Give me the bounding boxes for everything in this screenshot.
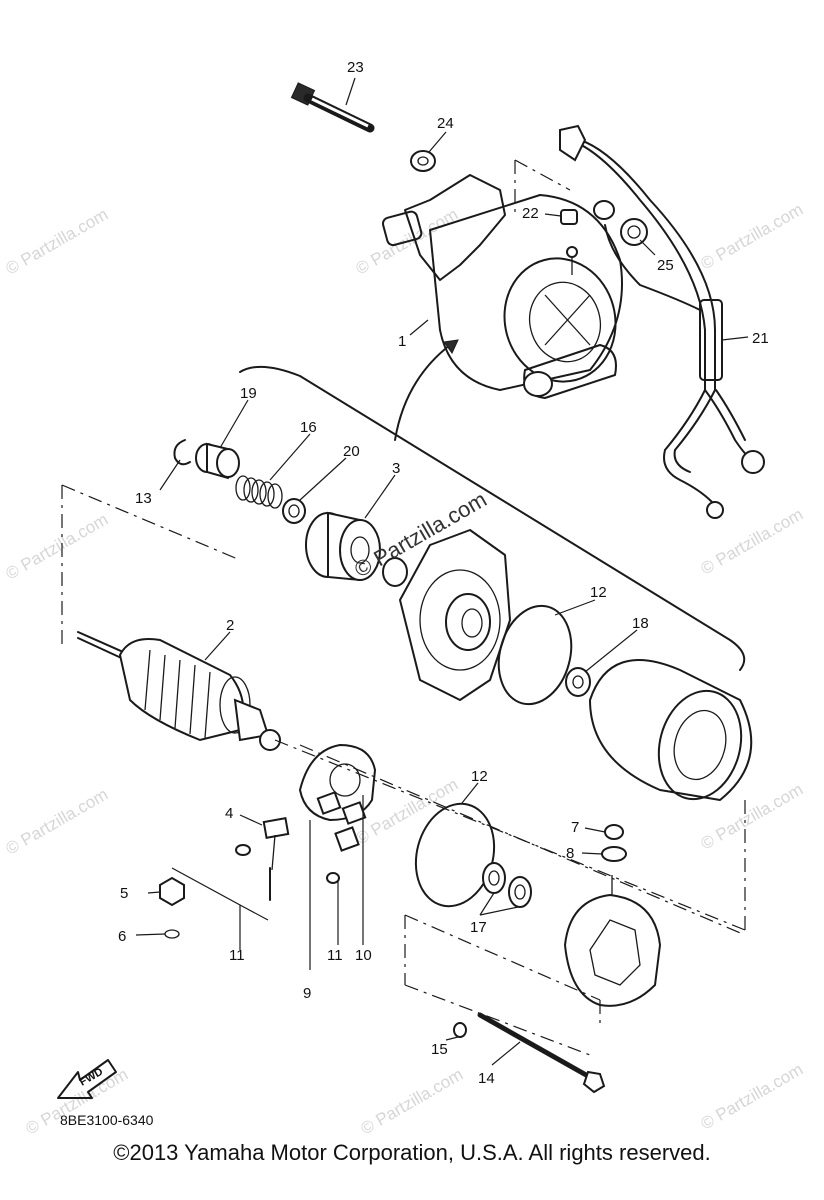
part-13-circlip (173, 439, 191, 466)
callout-10: 10 (355, 947, 372, 964)
watermark: © Partzilla.com (3, 785, 112, 859)
callout-2: 2 (226, 617, 234, 634)
part-20-washer-hole (288, 504, 300, 518)
part-washer-small (235, 844, 251, 856)
part-1-starter-motor (381, 174, 623, 399)
callout-7: 7 (571, 819, 579, 836)
part-4-brush (262, 817, 290, 901)
part-8-washer (601, 846, 627, 862)
watermark: © Partzilla.com (698, 780, 807, 854)
callout-25: 25 (657, 257, 674, 274)
part-18-washer-hole (572, 675, 584, 689)
diagram-code: 8BE3100-6340 (60, 1112, 154, 1128)
part-15-washer (453, 1022, 467, 1038)
part-18-washer (565, 667, 591, 697)
part-19-collar (195, 442, 240, 480)
exploded-view-bracket (239, 365, 746, 671)
callout-4: 4 (225, 805, 233, 822)
yoke-housing (589, 659, 753, 801)
callout-1: 1 (398, 333, 406, 350)
part-25-nut-hole (627, 225, 641, 239)
callout-24: 21 (752, 330, 769, 347)
part-23-washer (410, 150, 436, 172)
part-6-washer (164, 929, 180, 939)
part-16-spring (235, 475, 283, 509)
callout-6: 6 (118, 928, 126, 945)
callout-11-left: 11 (229, 947, 245, 964)
part-23-washer-hole (417, 156, 429, 166)
callout-20: 20 (343, 443, 360, 460)
leader-arrow (394, 344, 451, 441)
callout-17: 17 (470, 919, 487, 936)
callout-numbers: 23 24 22 25 1 21 19 16 20 3 13 2 12 18 1… (118, 59, 769, 1087)
part-washer-small-right (326, 872, 340, 884)
leader-arrowhead (443, 339, 459, 354)
watermark: © Partzilla.com (358, 1065, 467, 1139)
callout-15: 15 (431, 1041, 448, 1058)
watermark: © Partzilla.com (3, 205, 112, 279)
copyright-notice: ©2013 Yamaha Motor Corporation, U.S.A. A… (113, 1140, 711, 1165)
callout-21: 22 (522, 205, 539, 222)
callout-3: 3 (392, 460, 400, 477)
watermark: © Partzilla.com (353, 775, 462, 849)
callout-5: 5 (120, 885, 128, 902)
callout-9: 9 (303, 985, 311, 1002)
callout-14: 14 (478, 1070, 495, 1087)
rear-cover (564, 875, 661, 1007)
part-3-starter-clutch (305, 511, 381, 582)
part-24-starter-cable (559, 124, 765, 519)
part-17-washer-b-hole (514, 884, 526, 900)
part-17-washer-a-hole (488, 870, 500, 886)
callout-12-lower: 12 (471, 768, 488, 785)
watermark: © Partzilla.com (698, 200, 807, 274)
callout-11-right: 11 (327, 947, 343, 964)
part-washer-3 (382, 557, 408, 587)
part-21-nut (560, 209, 578, 225)
callout-23: 24 (437, 115, 454, 132)
callout-12-upper: 12 (590, 584, 607, 601)
part-25-nut (620, 218, 648, 246)
callout-8: 8 (566, 845, 574, 862)
part-10-brush (334, 826, 360, 852)
part-22-bolt (290, 82, 375, 133)
leader-lines (135, 77, 749, 1066)
part-17-washer-b (508, 876, 532, 908)
part-washer (593, 200, 615, 220)
assembly-guide-lines (61, 159, 746, 1056)
callout-18: 18 (632, 615, 649, 632)
part-14-through-bolt (477, 1012, 598, 1083)
callout-19: 19 (240, 385, 257, 402)
part-14-bolt-head (582, 1070, 606, 1094)
part-9-brush-holder (299, 744, 376, 825)
callout-22: 23 (347, 59, 364, 76)
part-12-o-ring-upper (497, 604, 573, 706)
part-17-washer-a (482, 862, 506, 894)
part-2-armature (77, 631, 281, 751)
part-20-washer (282, 498, 306, 524)
watermark: © Partzilla.com (3, 510, 112, 584)
part-7-nut (604, 824, 624, 840)
part-5-nut (159, 876, 185, 907)
callout-16: 16 (300, 419, 317, 436)
watermark: © Partzilla.com (698, 1060, 807, 1134)
callout-13: 13 (135, 490, 152, 507)
front-cover (399, 529, 511, 701)
